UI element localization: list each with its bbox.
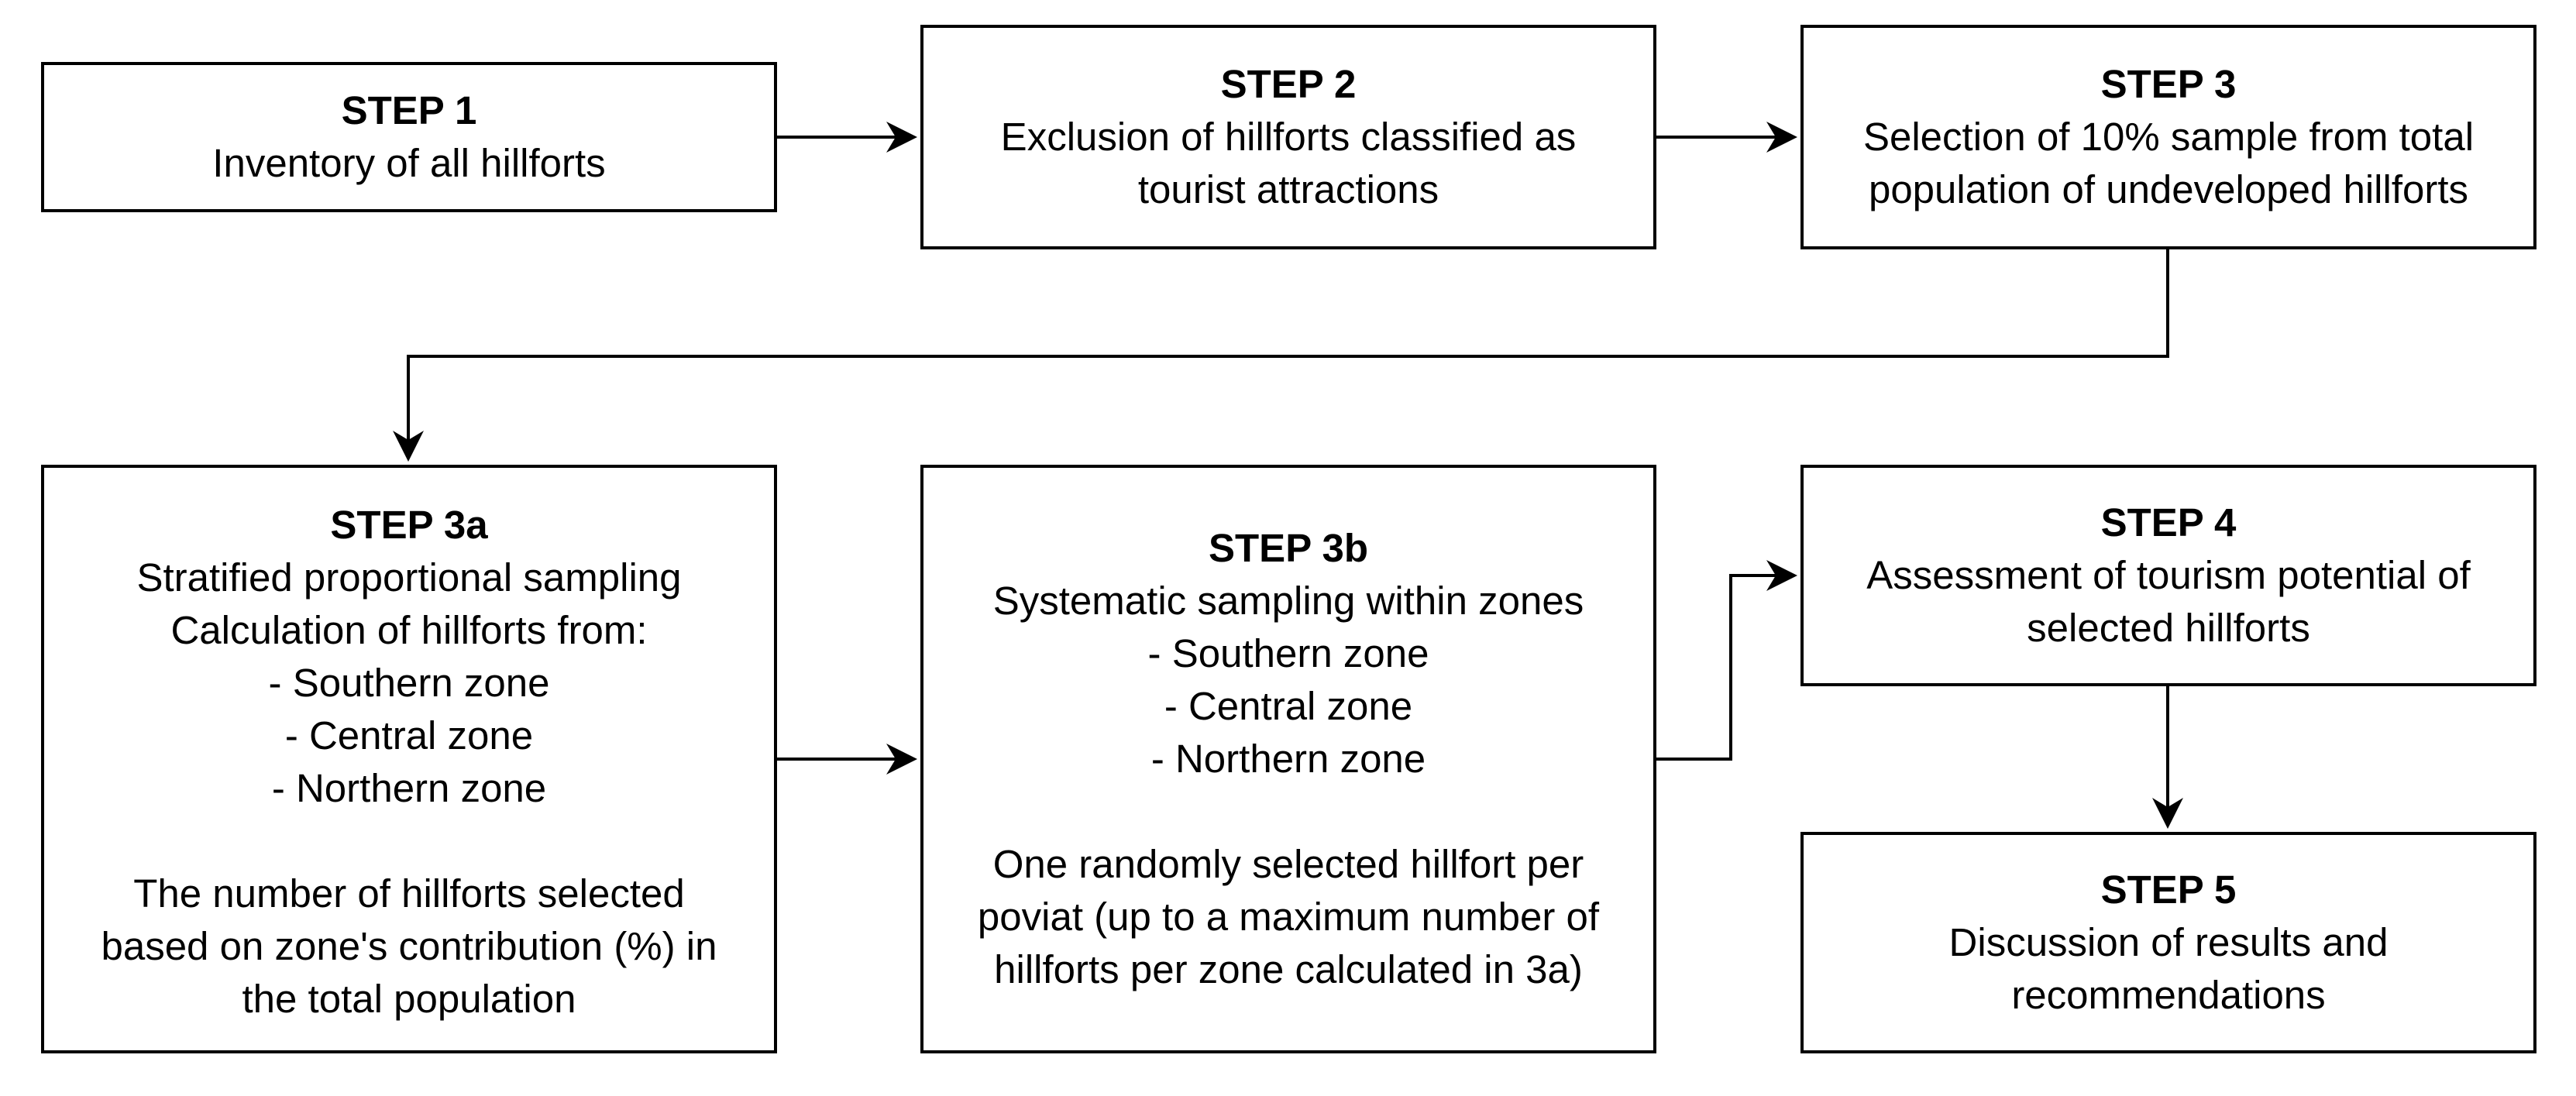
step-3a-zone-northern: - Northern zone	[271, 766, 547, 810]
step-3b-note-line: poviat (up to a maximum number of	[977, 895, 1600, 939]
step-3a-zone-central: - Central zone	[284, 713, 534, 758]
step-5-box: STEP 5 Discussion of results and recomme…	[1800, 832, 2536, 1053]
step-3-box: STEP 3 Selection of 10% sample from tota…	[1800, 25, 2536, 249]
step-2-title: STEP 2	[1220, 62, 1357, 106]
step-3a-note-line: The number of hillforts selected	[133, 871, 685, 916]
step-4-description-line: selected hillforts	[2027, 606, 2310, 650]
step-1-box: STEP 1 Inventory of all hillforts	[41, 62, 777, 212]
step-1-description: Inventory of all hillforts	[212, 141, 606, 185]
step-5-title: STEP 5	[2100, 868, 2237, 912]
step-3b-note-line: One randomly selected hillfort per	[992, 842, 1584, 886]
step-3-description-line: Selection of 10% sample from total	[1862, 115, 2475, 159]
step-3a-note-line: based on zone's contribution (%) in	[101, 924, 717, 968]
step-2-box: STEP 2 Exclusion of hillforts classified…	[920, 25, 1656, 249]
step-3b-zone-southern: - Southern zone	[1147, 631, 1429, 675]
step-3a-title: STEP 3a	[330, 503, 488, 547]
step-4-box: STEP 4 Assessment of tourism potential o…	[1800, 465, 2536, 686]
step-4-description-line: Assessment of tourism potential of	[1866, 553, 2471, 597]
step-3b-zone-central: - Central zone	[1164, 684, 1413, 728]
arrow-step3-to-step3a	[393, 249, 2169, 462]
step-5-description-line: recommendations	[2011, 973, 2326, 1017]
step-5-description-line: Discussion of results and	[1948, 920, 2389, 964]
step-3a-note-line: the total population	[242, 977, 576, 1021]
step-3a-calculation-heading: Calculation of hillforts from:	[170, 608, 648, 652]
step-3b-title: STEP 3b	[1209, 526, 1368, 570]
step-3-description-line: population of undeveloped hillforts	[1868, 167, 2469, 211]
step-3b-method: Systematic sampling within zones	[992, 579, 1584, 623]
step-3-title: STEP 3	[2100, 62, 2237, 106]
step-4-title: STEP 4	[2100, 500, 2237, 545]
step-3b-note-line: hillforts per zone calculated in 3a)	[994, 947, 1583, 991]
arrow-step3b-to-step4	[1656, 560, 1797, 761]
step-3a-method: Stratified proportional sampling	[136, 555, 682, 600]
step-3a-zone-southern: - Southern zone	[268, 661, 550, 705]
step-3b-zone-northern: - Northern zone	[1150, 737, 1426, 781]
step-2-description-line: tourist attractions	[1137, 167, 1439, 211]
step-1-title: STEP 1	[341, 88, 477, 132]
step-3b-box: STEP 3b Systematic sampling within zones…	[920, 465, 1656, 1053]
step-2-description-line: Exclusion of hillforts classified as	[1000, 115, 1577, 159]
step-3a-box: STEP 3a Stratified proportional sampling…	[41, 465, 777, 1053]
